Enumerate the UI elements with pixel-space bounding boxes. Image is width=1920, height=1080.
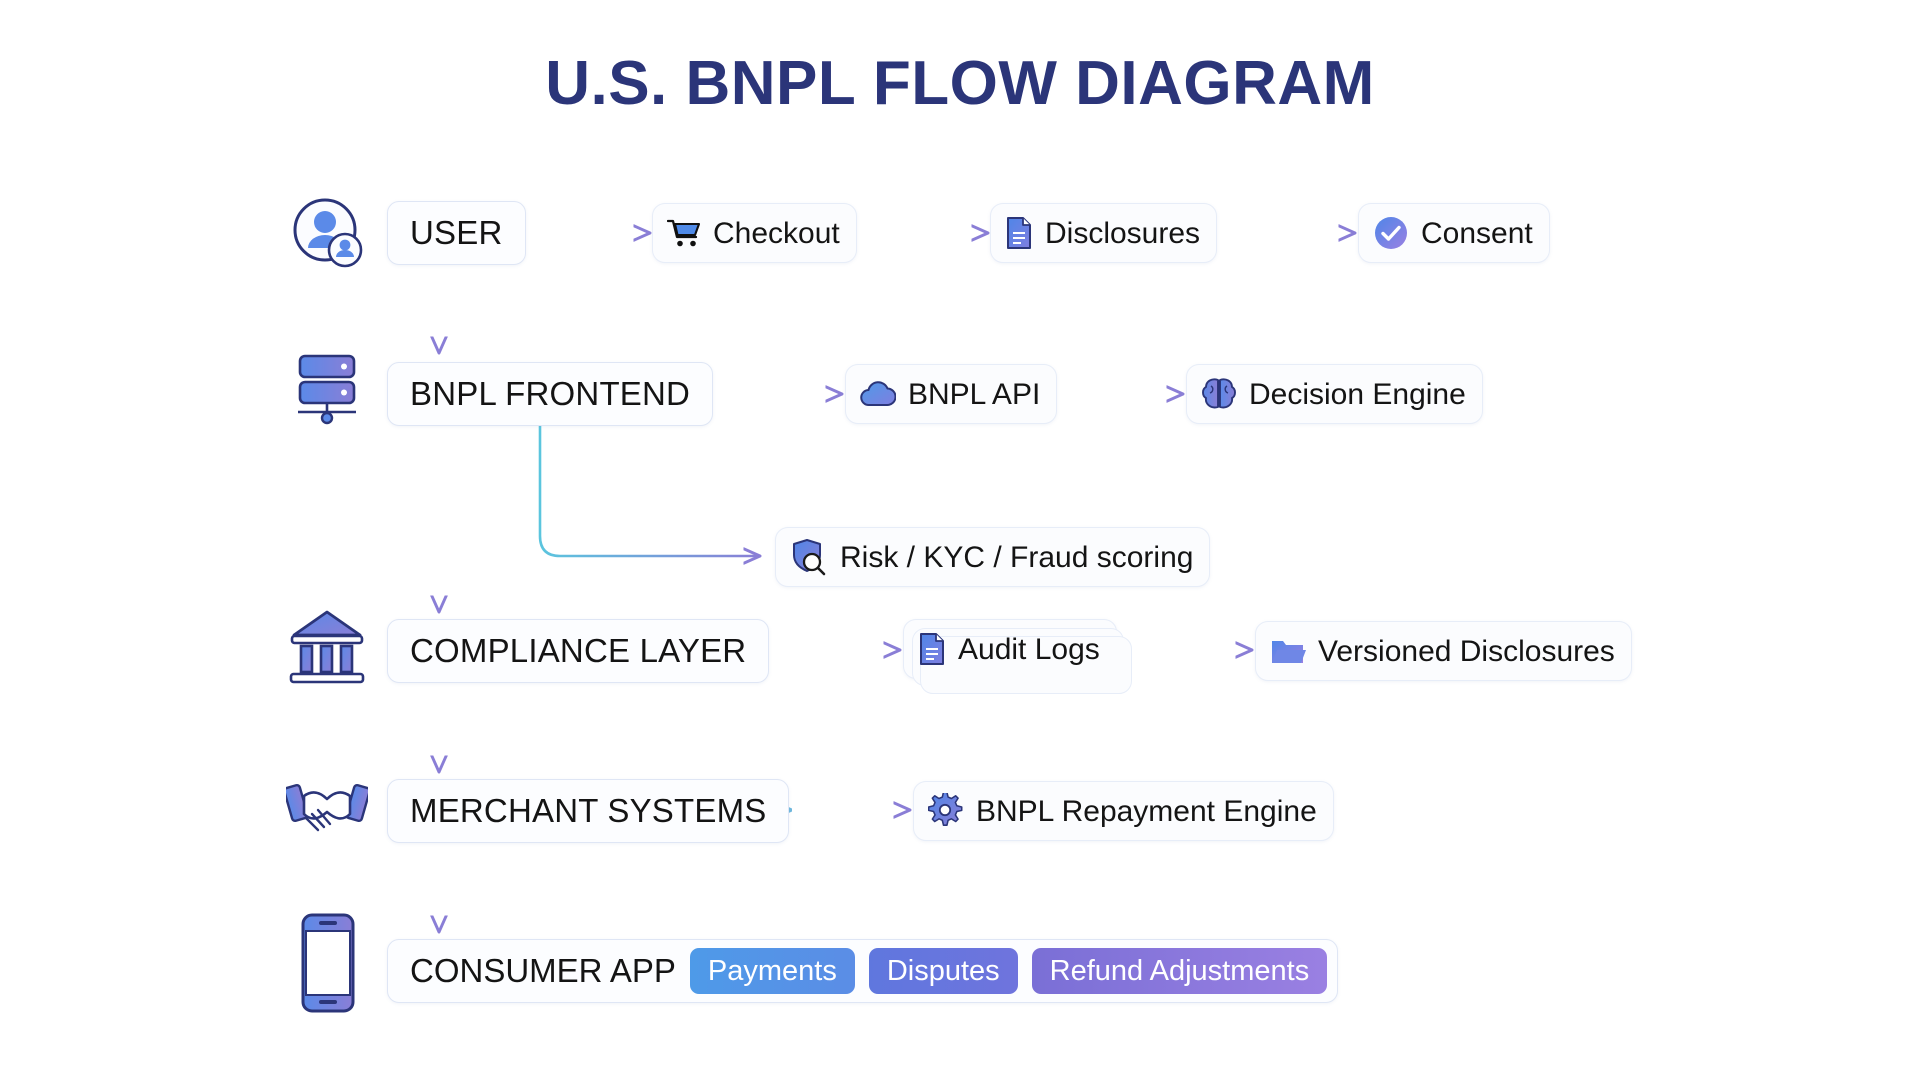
node-disclosures[interactable]: Disclosures	[990, 203, 1218, 263]
pill-refund-adjustments-label: Refund Adjustments	[1049, 954, 1310, 987]
node-consumer-app-label: CONSUMER APP	[410, 952, 676, 989]
node-versioned-disclosures[interactable]: Versioned Disclosures	[1255, 621, 1632, 681]
document-icon	[1007, 217, 1031, 249]
node-user[interactable]: USER	[387, 201, 526, 265]
node-bnpl-frontend-label: BNPL FRONTEND	[410, 375, 691, 412]
node-merchant-systems-label: MERCHANT SYSTEMS	[410, 792, 767, 829]
node-consumer-app[interactable]: CONSUMER APP Payments Disputes Refund Ad…	[387, 939, 1339, 1003]
node-bnpl-api-label: BNPL API	[908, 378, 1041, 411]
gear-icon	[928, 793, 963, 826]
node-checkout-label: Checkout	[713, 217, 840, 250]
node-bnpl-repayment-engine[interactable]: BNPL Repayment Engine	[913, 781, 1334, 841]
node-consent-label: Consent	[1421, 217, 1533, 250]
node-compliance-layer-label: COMPLIANCE LAYER	[410, 632, 747, 669]
node-audit-logs-label: Audit Logs	[958, 633, 1100, 666]
node-bnpl-api[interactable]: BNPL API	[845, 364, 1058, 424]
server-icon	[298, 354, 356, 425]
shopping-cart-icon	[667, 219, 701, 247]
node-checkout[interactable]: Checkout	[652, 203, 857, 263]
node-risk-kyc-fraud[interactable]: Risk / KYC / Fraud scoring	[775, 527, 1211, 587]
node-bnpl-repayment-engine-label: BNPL Repayment Engine	[976, 795, 1317, 828]
bank-icon	[289, 610, 365, 684]
node-user-label: USER	[410, 214, 503, 251]
brain-icon	[1202, 378, 1236, 409]
node-merchant-systems[interactable]: MERCHANT SYSTEMS	[387, 779, 790, 843]
node-risk-kyc-fraud-label: Risk / KYC / Fraud scoring	[840, 541, 1194, 574]
node-consent[interactable]: Consent	[1358, 203, 1550, 263]
pill-payments-label: Payments	[707, 954, 837, 987]
node-versioned-disclosures-label: Versioned Disclosures	[1318, 635, 1615, 668]
node-audit-logs[interactable]: Audit Logs	[903, 619, 1132, 694]
node-bnpl-frontend[interactable]: BNPL FRONTEND	[387, 362, 714, 426]
pill-payments[interactable]: Payments	[689, 948, 855, 994]
check-circle-icon	[1375, 217, 1407, 249]
shield-search-icon	[793, 539, 826, 576]
pill-disputes[interactable]: Disputes	[868, 948, 1018, 994]
document-icon	[920, 633, 944, 665]
node-disclosures-label: Disclosures	[1045, 217, 1201, 250]
page-title: U.S. BNPL FLOW DIAGRAM	[545, 49, 1375, 118]
node-compliance-layer[interactable]: COMPLIANCE LAYER	[387, 619, 770, 683]
node-decision-engine[interactable]: Decision Engine	[1186, 364, 1483, 424]
folder-icon	[1272, 641, 1306, 663]
handshake-icon	[286, 783, 368, 832]
pill-refund-adjustments[interactable]: Refund Adjustments	[1031, 948, 1328, 994]
smartphone-icon	[301, 913, 355, 1013]
pill-disputes-label: Disputes	[886, 954, 1000, 987]
node-decision-engine-label: Decision Engine	[1249, 378, 1466, 411]
user-avatar-icon	[293, 198, 363, 268]
cloud-icon	[860, 381, 896, 407]
arrow-frontend-to-risk	[538, 423, 760, 556]
